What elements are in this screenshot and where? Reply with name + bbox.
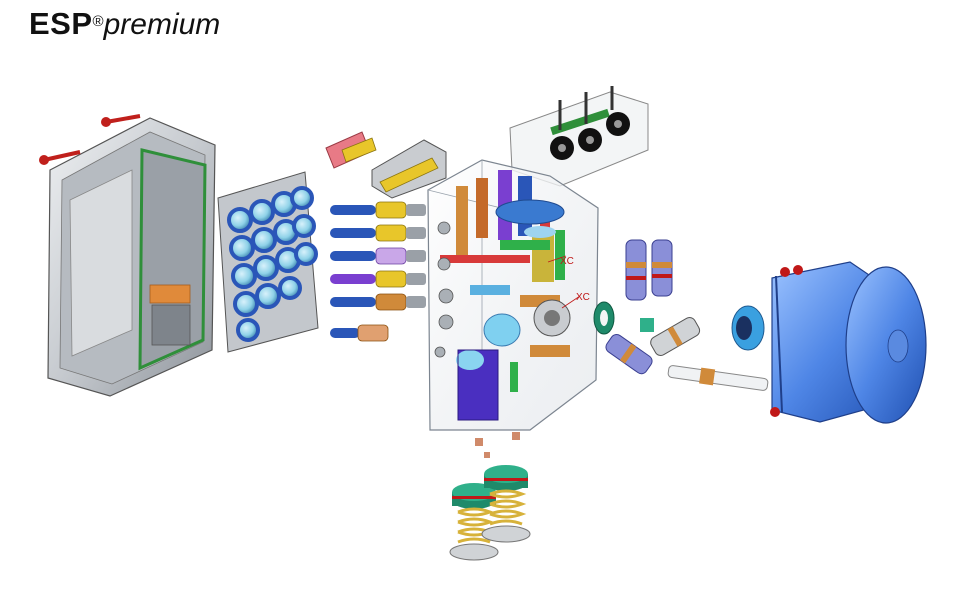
valve-label-xc-upper: XC [560, 256, 574, 267]
screw-icon [780, 265, 803, 277]
hydraulic-valve-block [427, 159, 599, 431]
solenoid-coil-array [227, 186, 318, 342]
title-brand: ESP [29, 6, 93, 41]
valve-cartridges [330, 201, 426, 342]
screw-icon [770, 407, 780, 417]
pump-motor [667, 261, 927, 424]
screw-icon [101, 114, 141, 127]
pump-elements [593, 239, 701, 375]
sensor-bracket [509, 86, 649, 187]
connector-parts [325, 131, 447, 199]
valve-label-xc-lower: XC [576, 292, 590, 303]
block-pins [475, 432, 520, 458]
accumulator-springs [449, 465, 531, 561]
screw-icon [39, 150, 81, 165]
page-title: ESP®premium [29, 6, 220, 42]
title-registered-mark: ® [92, 12, 104, 30]
ecu-housing [39, 114, 216, 397]
coil-carrier-board [217, 171, 319, 353]
title-variant: premium [103, 8, 221, 41]
